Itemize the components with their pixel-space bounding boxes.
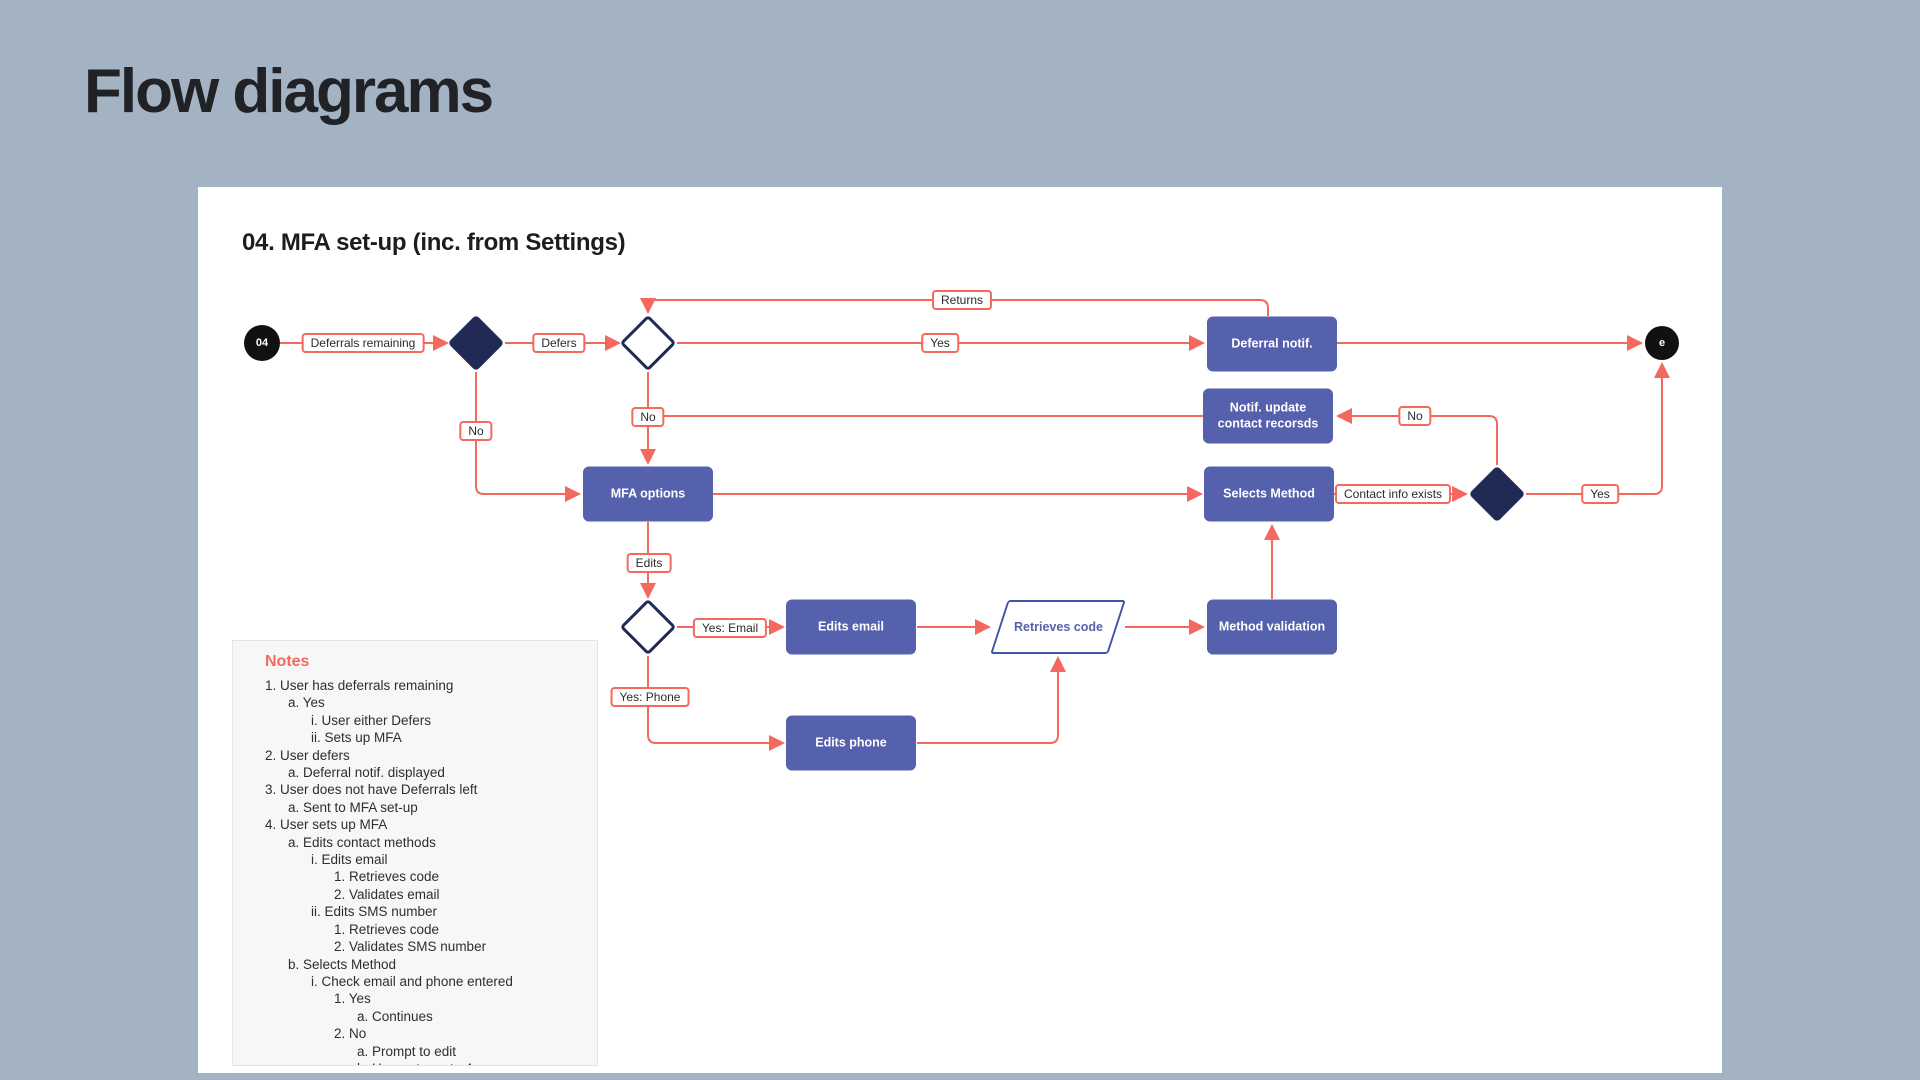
note-item: 1. Yes [334, 991, 371, 1007]
page-title: Flow diagrams [84, 57, 494, 126]
edits-email: Edits email [786, 599, 916, 655]
edits-phone: Edits phone [786, 715, 916, 771]
note-item: a. Sent to MFA set-up [288, 799, 418, 815]
note-item: ii. Edits SMS number [311, 904, 438, 920]
deferral-notif: Deferral notif. [1207, 316, 1337, 372]
note-item: a. Yes [288, 695, 325, 711]
retrieves-code-label: Retrieves code [1013, 620, 1103, 634]
note-item: 2. No [334, 1026, 367, 1042]
retrieves-code: Retrieves code [990, 600, 1126, 654]
note-item: 2. Validates SMS number [334, 939, 487, 955]
note-item: 4. User sets up MFA [265, 817, 388, 833]
flow-edge [647, 656, 785, 751]
note-item: ii. Sets up MFA [311, 730, 402, 746]
edge-label: Yes [921, 333, 959, 353]
edge-label: No [1398, 406, 1432, 426]
selects-method: Selects Method [1204, 466, 1334, 522]
notes-panel: Notes 1. User has deferrals remaining a. … [232, 640, 598, 1066]
method-validation: Method validation [1207, 599, 1337, 655]
edge-label: No [631, 407, 665, 427]
flow-diagram: 04 e Deferral notif. Notif. update contact … [198, 187, 1722, 1073]
flow-edge [917, 656, 1066, 744]
edge-label: Yes: Phone [610, 687, 690, 707]
edge-label: Yes: Email [692, 618, 768, 638]
diagram-title: 04. MFA set-up (inc. from Settings) [242, 229, 626, 256]
note-item: 2. Validates email [334, 886, 440, 902]
note-item: 1. User has deferrals remaining [265, 678, 454, 693]
flow-edge [1526, 362, 1670, 495]
edge-label: Yes [1581, 484, 1619, 504]
note-item: 1. Retrieves code [334, 921, 440, 937]
note-item: a. Deferral notif. displayed [288, 765, 445, 781]
note-item: a. Prompt to edit [357, 1043, 457, 1059]
flow-edge [475, 372, 581, 502]
note-item: i. User either Defers [311, 712, 432, 728]
note-item: a. Continues [357, 1008, 433, 1024]
note-item: b. Selects Method [288, 956, 397, 972]
note-item: a. Edits contact methods [288, 834, 436, 850]
edge-label: No [459, 421, 493, 441]
note-item: i. Edits email [311, 852, 388, 868]
notes-title: Notes [265, 653, 310, 670]
end-node: e [1645, 326, 1679, 360]
diagram-canvas: 04. MFA set-up (inc. from Settings) 04 e D… [198, 187, 1722, 1073]
note-item: i. Check email and phone entered [311, 973, 513, 989]
edge-label: Deferrals remaining [301, 333, 425, 353]
note-item: b. User returns to 4.a [251, 1060, 587, 1065]
note-item: 1. Retrieves code [334, 869, 440, 885]
start-node: 04 [244, 325, 280, 361]
mfa-options: MFA options [583, 466, 713, 522]
edge-label: Edits [626, 553, 672, 573]
notif-update-contact: Notif. update contact recorsds [1203, 388, 1333, 444]
note-item: 2. User defers [265, 747, 350, 763]
note-item: 3. User does not have Deferrals left [265, 782, 478, 798]
edge-label: Returns [931, 290, 993, 310]
flow-edge [1336, 408, 1498, 465]
edge-label: Defers [532, 333, 586, 353]
edge-label: Contact info exists [1334, 484, 1452, 504]
